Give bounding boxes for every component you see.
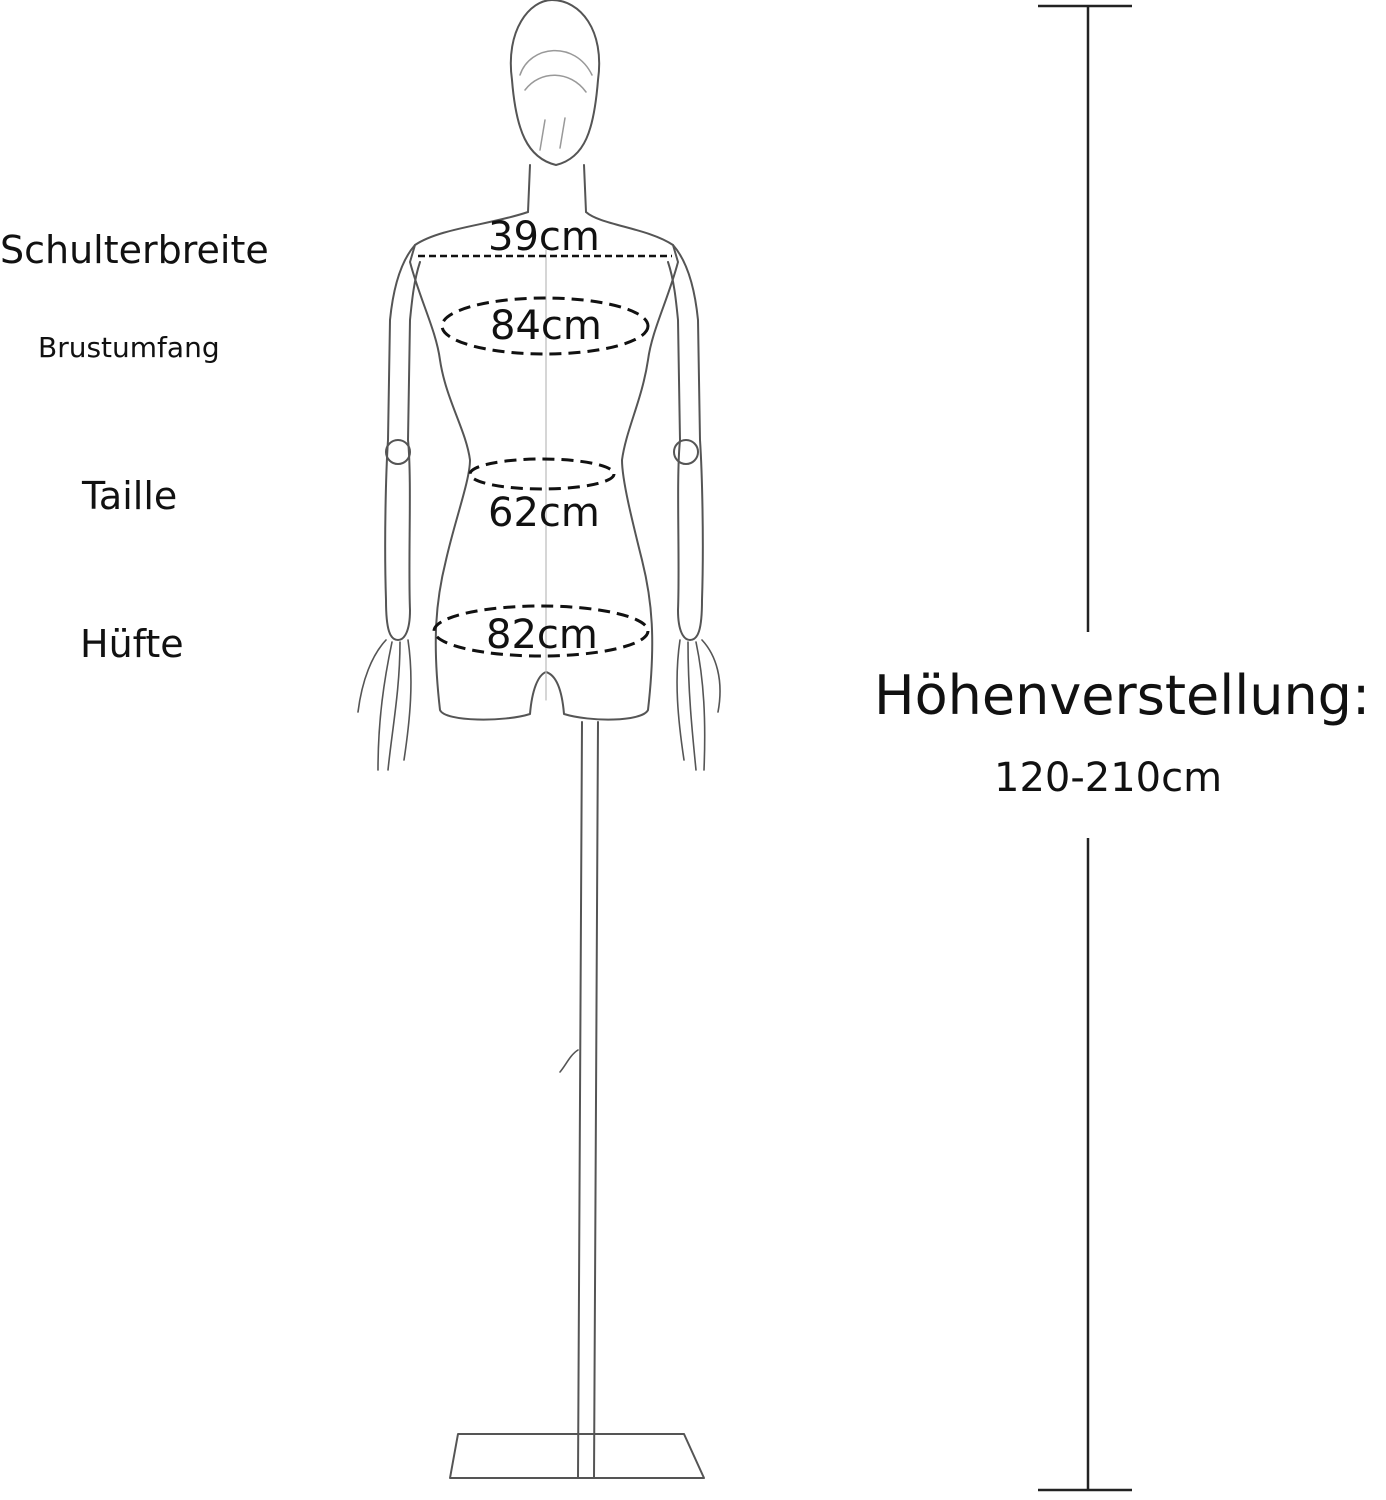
stand-knob <box>559 1049 579 1073</box>
shoulder-width-label: Schulterbreite <box>0 228 269 272</box>
right-hand <box>676 639 721 771</box>
right-elbow-joint <box>673 439 699 465</box>
stand-pole <box>577 721 599 1479</box>
bust-measure-ellipse <box>440 296 650 356</box>
height-adjustment-title: Höhenverstellung: <box>874 664 1371 727</box>
waist-value: 62cm <box>488 490 600 536</box>
left-hand <box>357 639 412 771</box>
left-elbow-joint <box>385 439 411 465</box>
mannequin-neck <box>527 164 587 213</box>
hip-value: 82cm <box>486 612 598 658</box>
bust-label: Brustumfang <box>38 331 220 364</box>
waist-label: Taille <box>82 474 178 518</box>
height-adjustment-range: 120-210cm <box>994 755 1223 801</box>
waist-measure-ellipse <box>468 457 616 491</box>
mannequin-head <box>509 0 601 166</box>
hip-label: Hüfte <box>80 622 184 666</box>
shoulder-width-value: 39cm <box>488 214 600 260</box>
stand-base <box>449 1433 705 1479</box>
right-arm <box>667 244 704 641</box>
mannequin-face-detail <box>519 49 593 151</box>
bust-value: 84cm <box>490 303 602 349</box>
hip-measure-ellipse <box>432 604 650 658</box>
